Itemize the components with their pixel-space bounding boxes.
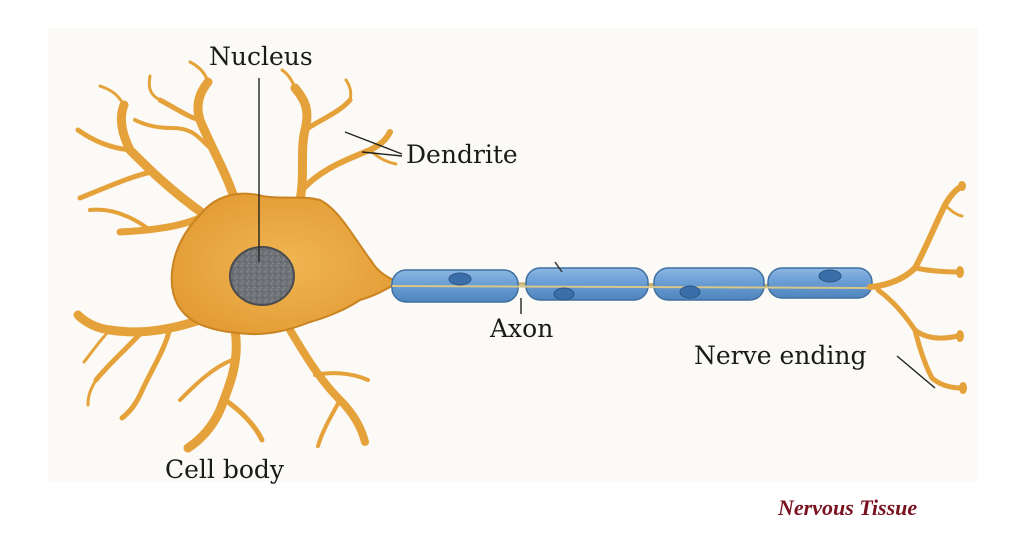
nucleus-label: Nucleus: [209, 42, 313, 71]
leader-lines: [258, 78, 936, 389]
axon-terminal: [867, 183, 965, 391]
axon-label: Axon: [490, 314, 554, 343]
figure-caption: Nervous Tissue: [778, 495, 918, 520]
dendrites: [73, 60, 398, 453]
node-tick: [554, 261, 563, 273]
dendrite-label: Dendrite: [406, 140, 518, 169]
schwann-nuclei: [448, 269, 842, 301]
terminal-knobs: [956, 181, 967, 394]
cell-body-label: Cell body: [165, 455, 285, 484]
dendrite-leader-1: [344, 131, 403, 155]
nucleus-shape: [229, 246, 295, 306]
nerve-ending-label: Nerve ending: [694, 341, 867, 370]
dendrite-leader-2: [361, 151, 403, 157]
nerve-ending-leader: [896, 355, 936, 389]
